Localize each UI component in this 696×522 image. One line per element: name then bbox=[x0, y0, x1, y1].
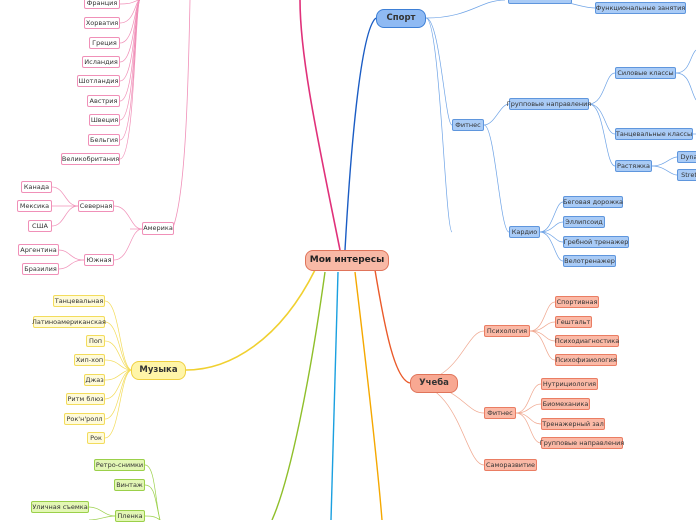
music-genre-node[interactable]: Хип-хоп bbox=[74, 354, 105, 366]
group-item-node[interactable]: Танцевальные классы bbox=[615, 128, 693, 140]
link-root-photo bbox=[271, 271, 326, 520]
root-node[interactable]: Мои интересы bbox=[305, 250, 389, 271]
music-genre-node[interactable]: Танцевальная bbox=[53, 295, 105, 307]
photo-node[interactable]: Винтаж bbox=[114, 479, 145, 491]
self-development-node[interactable]: Саморазвитие bbox=[484, 459, 537, 471]
link-root-music bbox=[185, 269, 316, 371]
country-node[interactable]: Великобритания bbox=[61, 153, 120, 165]
cardio-item-node[interactable]: Эллипсоид bbox=[563, 216, 605, 228]
country-node[interactable]: Бельгия bbox=[88, 134, 120, 146]
psychology-item-node[interactable]: Гештальт bbox=[555, 316, 592, 328]
country-node[interactable]: Бразилия bbox=[22, 263, 59, 275]
link-root-study bbox=[374, 269, 411, 384]
music-genre-node[interactable]: Ритм блюз bbox=[66, 393, 105, 405]
photo-node[interactable]: Пленка bbox=[115, 510, 145, 522]
cardio-item-node[interactable]: Беговая дорожка bbox=[563, 196, 623, 208]
country-node[interactable]: Хорватия bbox=[84, 17, 120, 29]
country-node[interactable]: Аргентина bbox=[18, 244, 59, 256]
music-genre-node[interactable]: Поп bbox=[86, 335, 105, 347]
group-item-node[interactable]: Растяжка bbox=[615, 160, 652, 172]
stretch-node[interactable]: Dyna bbox=[677, 151, 696, 163]
cardio-item-node[interactable]: Велотренажер bbox=[563, 255, 616, 267]
study-fitness-item-node[interactable]: Групповые направления bbox=[540, 437, 624, 449]
link-root-travel bbox=[299, 0, 341, 251]
country-node[interactable]: Исландия bbox=[82, 56, 120, 68]
music-genre-node[interactable]: Рок'н'ролл bbox=[64, 413, 105, 425]
cardio-node[interactable]: Кардио bbox=[509, 226, 540, 238]
group-node[interactable]: Групповые направления bbox=[507, 98, 591, 110]
country-node[interactable]: Шотландия bbox=[77, 75, 120, 87]
psychology-item-node[interactable]: Спортивная bbox=[555, 296, 599, 308]
cardio-item-node[interactable]: Гребной тренажер bbox=[563, 236, 629, 248]
music-genre-node[interactable]: Джаз bbox=[84, 374, 105, 386]
music-genre-node[interactable]: Латиноамериканская bbox=[32, 316, 106, 328]
psychology-item-node[interactable]: Психодиагностика bbox=[555, 335, 619, 347]
country-node[interactable]: Канада bbox=[21, 181, 52, 193]
country-node[interactable]: Мексика bbox=[17, 200, 52, 212]
psychology-item-node[interactable]: Психофизиология bbox=[555, 354, 617, 366]
group-item-node[interactable]: Силовые классы bbox=[615, 67, 676, 79]
study-fitness-item-node[interactable]: Биомеханика bbox=[541, 398, 590, 410]
america-node[interactable]: Америка bbox=[142, 222, 174, 235]
link-root-orange2 bbox=[354, 271, 383, 520]
country-node[interactable]: США bbox=[28, 220, 52, 232]
photo-node[interactable]: Уличная съемка bbox=[31, 501, 89, 513]
music-node[interactable]: Музыка bbox=[131, 361, 186, 380]
link-root-blue2 bbox=[330, 271, 339, 520]
link-root-sport bbox=[344, 17, 377, 251]
fitness-node[interactable]: Фитнес bbox=[452, 119, 484, 131]
sport-top-node[interactable] bbox=[508, 0, 572, 4]
photo-node[interactable]: Ретро-снимки bbox=[94, 459, 145, 471]
north-america-node[interactable]: Северная bbox=[78, 200, 114, 212]
sport-node[interactable]: Спорт bbox=[376, 9, 426, 28]
country-node[interactable]: Греция bbox=[89, 37, 120, 49]
country-node[interactable]: Австрия bbox=[87, 95, 120, 107]
study-fitness-item-node[interactable]: Тренажерный зал bbox=[541, 418, 605, 430]
study-fitness-item-node[interactable]: Нутрициология bbox=[541, 378, 598, 390]
functional-node[interactable]: Функциональные занятия bbox=[595, 2, 686, 14]
south-america-node[interactable]: Южная bbox=[84, 254, 114, 266]
country-node[interactable]: Франция bbox=[84, 0, 120, 9]
study-node[interactable]: Учеба bbox=[410, 374, 458, 393]
country-node[interactable]: Швеция bbox=[89, 114, 120, 126]
music-genre-node[interactable]: Рок bbox=[87, 432, 105, 444]
stretch-node[interactable]: Stret bbox=[677, 169, 696, 181]
psychology-node[interactable]: Психология bbox=[484, 325, 530, 337]
study-fitness-node[interactable]: Фитнес bbox=[484, 407, 516, 419]
